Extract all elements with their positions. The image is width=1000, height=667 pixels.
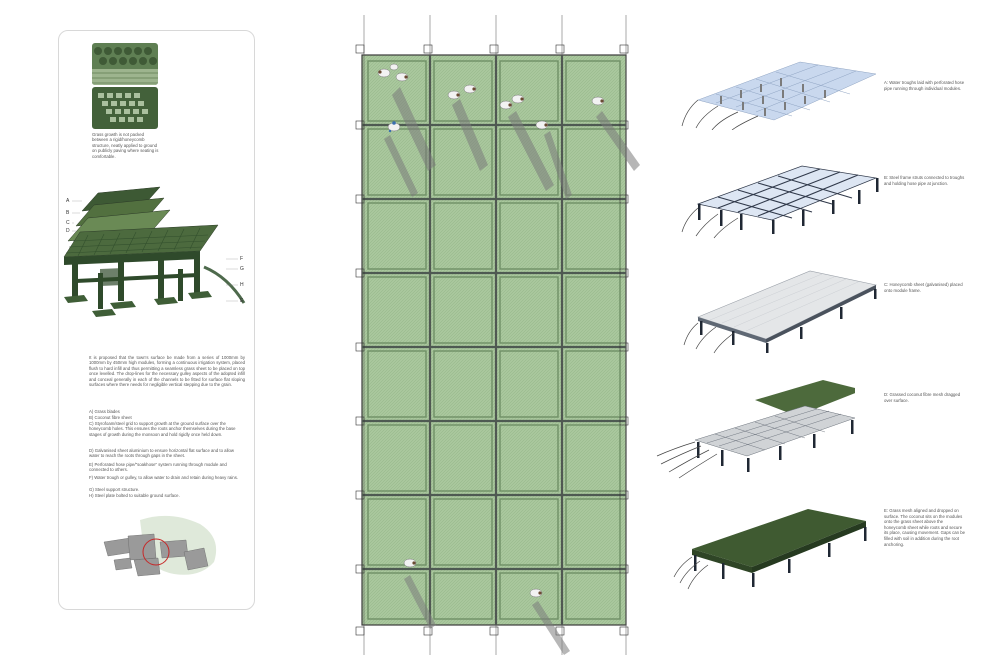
stage-b-caption: B: Steel frame struts connected to troug…	[884, 175, 965, 186]
key-item-g: G) Steel support structure.	[89, 487, 140, 492]
key-item-c: C) Styrofoam/steel grid to support growt…	[89, 421, 236, 437]
grass-photo-top	[92, 43, 158, 85]
key-item-e: E) Perforated hose pipe/"soakhose" syste…	[89, 462, 227, 473]
key-item-h: H) Steel plate bolted to suitable ground…	[89, 493, 180, 498]
label-e: E	[240, 298, 244, 304]
stage-d-caption: D: Grassed coconut fibre mesh dragged ov…	[884, 392, 961, 403]
label-f: F	[240, 256, 244, 262]
label-d: D	[66, 228, 70, 234]
key-item-a: A) Grass blades	[89, 409, 120, 414]
key-item-d: D) Galvanised sheet aluminium to ensure …	[89, 448, 234, 459]
stage-c-honeycomb-sheet	[683, 270, 877, 354]
label-c: C	[66, 220, 70, 226]
grass-caption: Grass growth is not packed between a rig…	[92, 132, 159, 159]
label-b: B	[66, 210, 70, 216]
label-h: H	[240, 282, 244, 288]
stage-a-caption: A: Water troughs laid with perforated ho…	[884, 80, 965, 91]
description-text: It is proposed that the town's surface b…	[89, 355, 245, 388]
module-grid-plan	[355, 15, 640, 655]
stage-c-caption: C: Honeycomb sheet (galvanised) placed o…	[884, 282, 963, 293]
stage-a-water-troughs	[681, 61, 877, 130]
stage-b-steel-frame	[681, 165, 879, 239]
grass-photo-bottom	[92, 87, 158, 129]
label-g: G	[240, 266, 244, 272]
stage-e-caption: E: Grass mesh aligned and dropped on sur…	[884, 508, 965, 547]
key-item-b: B) Coconut fibre sheet	[89, 415, 132, 420]
exploded-module-diagram	[63, 186, 246, 317]
stage-d-coconut-fibre-mesh	[656, 380, 855, 479]
site-location-map	[103, 515, 217, 577]
key-item-f: F) Water trough or gulley, to allow wate…	[89, 475, 239, 480]
stage-e-grass-mesh-dropped	[673, 509, 867, 590]
label-a: A	[66, 198, 70, 204]
